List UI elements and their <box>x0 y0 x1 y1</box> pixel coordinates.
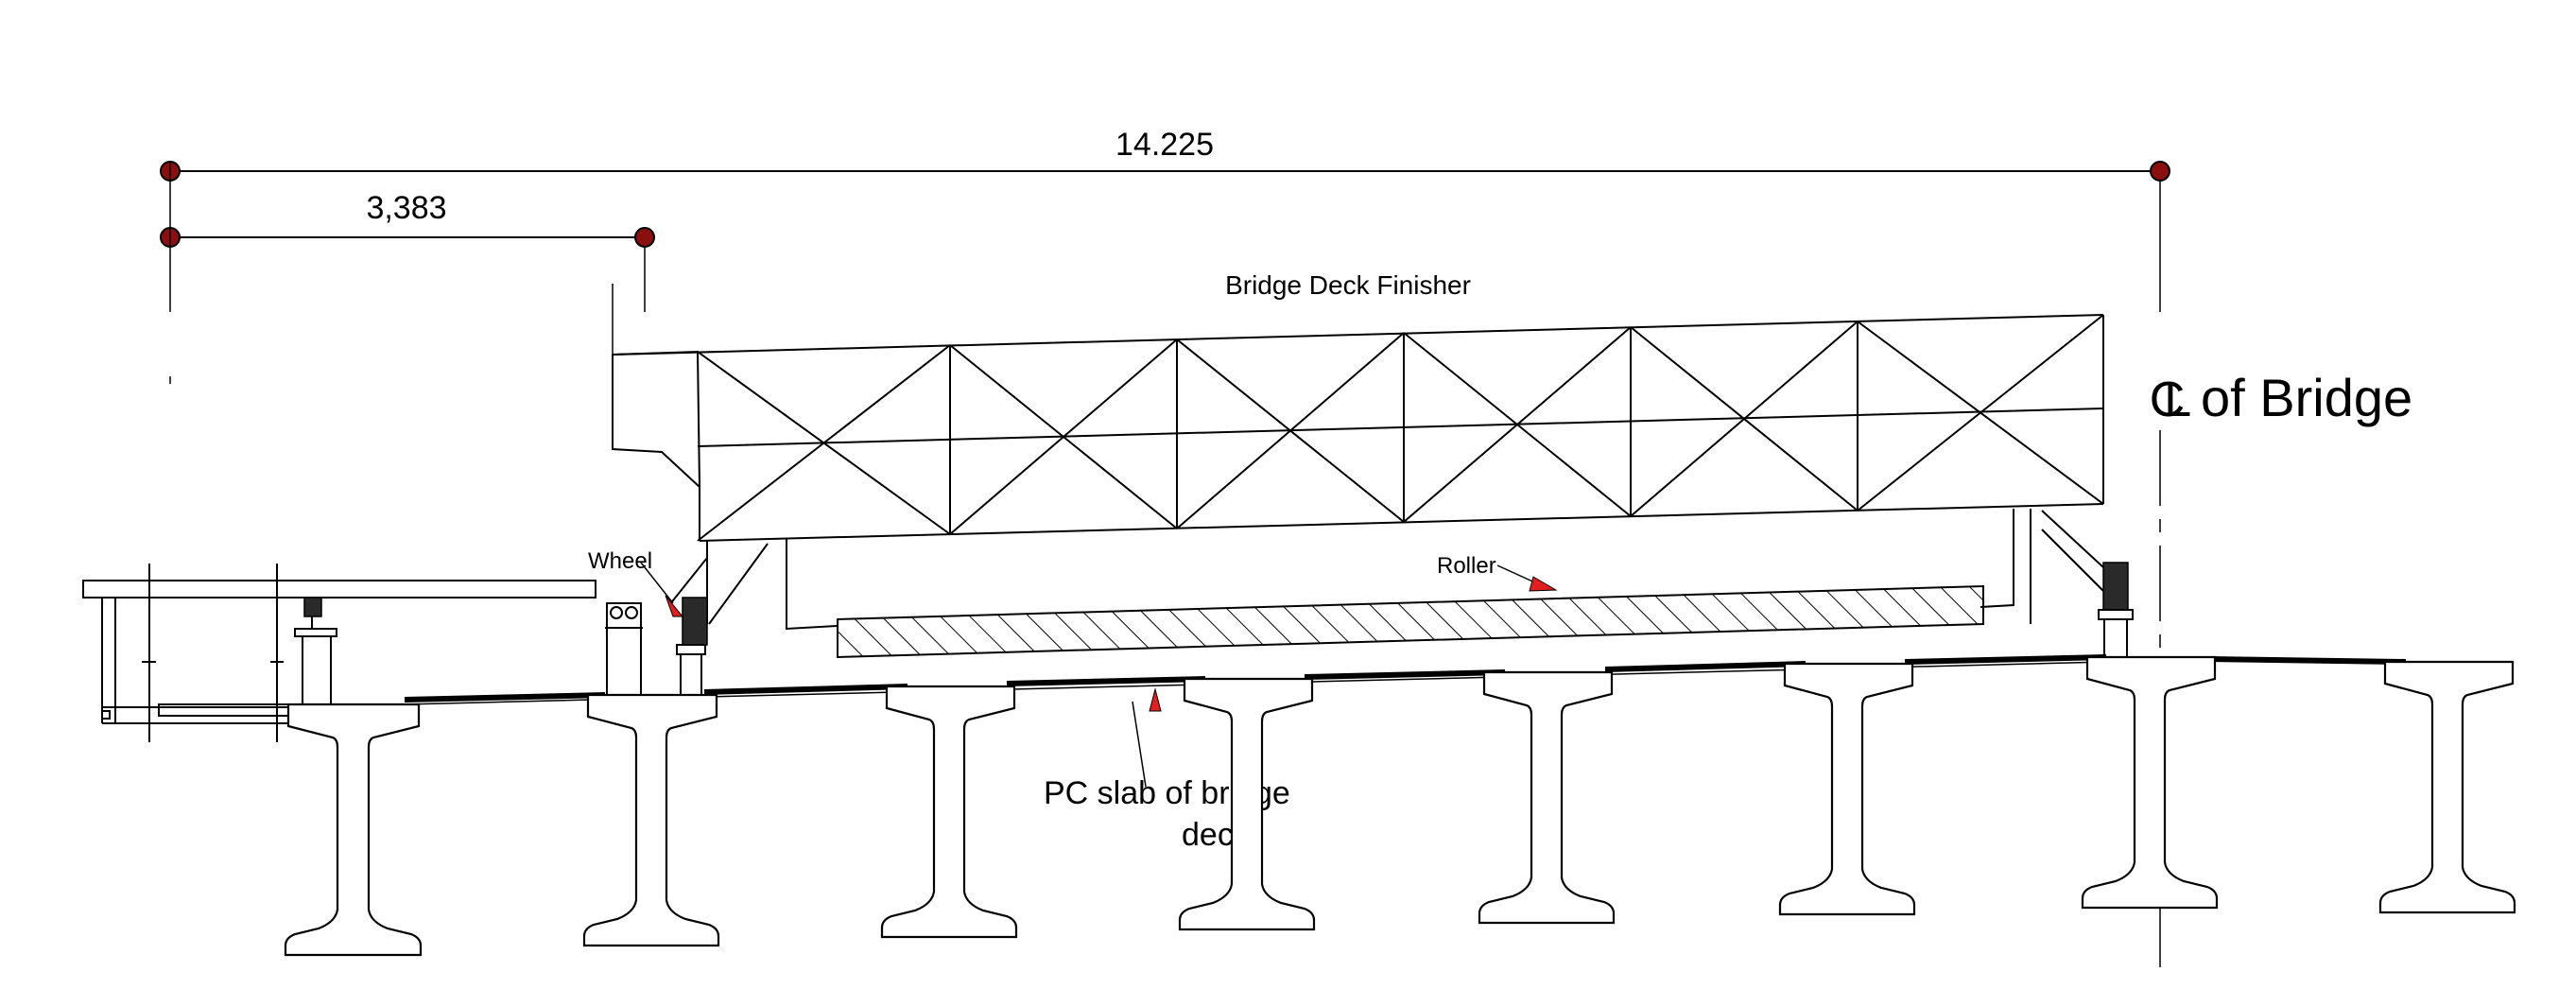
dimension-overall: 14.225 <box>160 127 2170 182</box>
girder-1 <box>284 703 423 957</box>
extension-lines <box>169 162 646 384</box>
roller-label: Roller <box>1437 553 1496 579</box>
girder-7 <box>2081 655 2219 910</box>
girder-6 <box>1778 662 1916 916</box>
wheel-left: Wheel <box>588 548 708 698</box>
roller: Roller <box>837 553 1984 659</box>
deck-finisher-label: Bridge Deck Finisher <box>1225 270 1471 300</box>
girder-4 <box>1178 677 1316 931</box>
centerline-label: of Bridge <box>2201 368 2412 427</box>
pc-slab: PC slab of bridge deck <box>404 654 2407 853</box>
deck-finisher: Bridge Deck Finisher <box>612 270 2104 631</box>
wheel-label: Wheel <box>588 548 652 574</box>
girder-3 <box>880 685 1018 939</box>
roller-pointer-arrow <box>1529 576 1558 592</box>
girder-5 <box>1478 670 1616 925</box>
girder-2 <box>582 693 720 947</box>
slab-pointer-arrow <box>1149 687 1162 712</box>
dimension-offset-label: 3,383 <box>366 190 446 226</box>
girders <box>284 655 2516 957</box>
centerline-symbol: CL <box>2150 373 2191 427</box>
dimension-offset: 3,383 <box>160 190 655 248</box>
girder-8 <box>2378 660 2516 914</box>
wheel-right <box>2098 562 2134 657</box>
wheel-pointer-arrow <box>665 595 684 617</box>
work-platform <box>82 564 643 742</box>
centerline: CL of Bridge <box>2150 180 2412 972</box>
dimension-overall-label: 14.225 <box>1115 127 1214 163</box>
